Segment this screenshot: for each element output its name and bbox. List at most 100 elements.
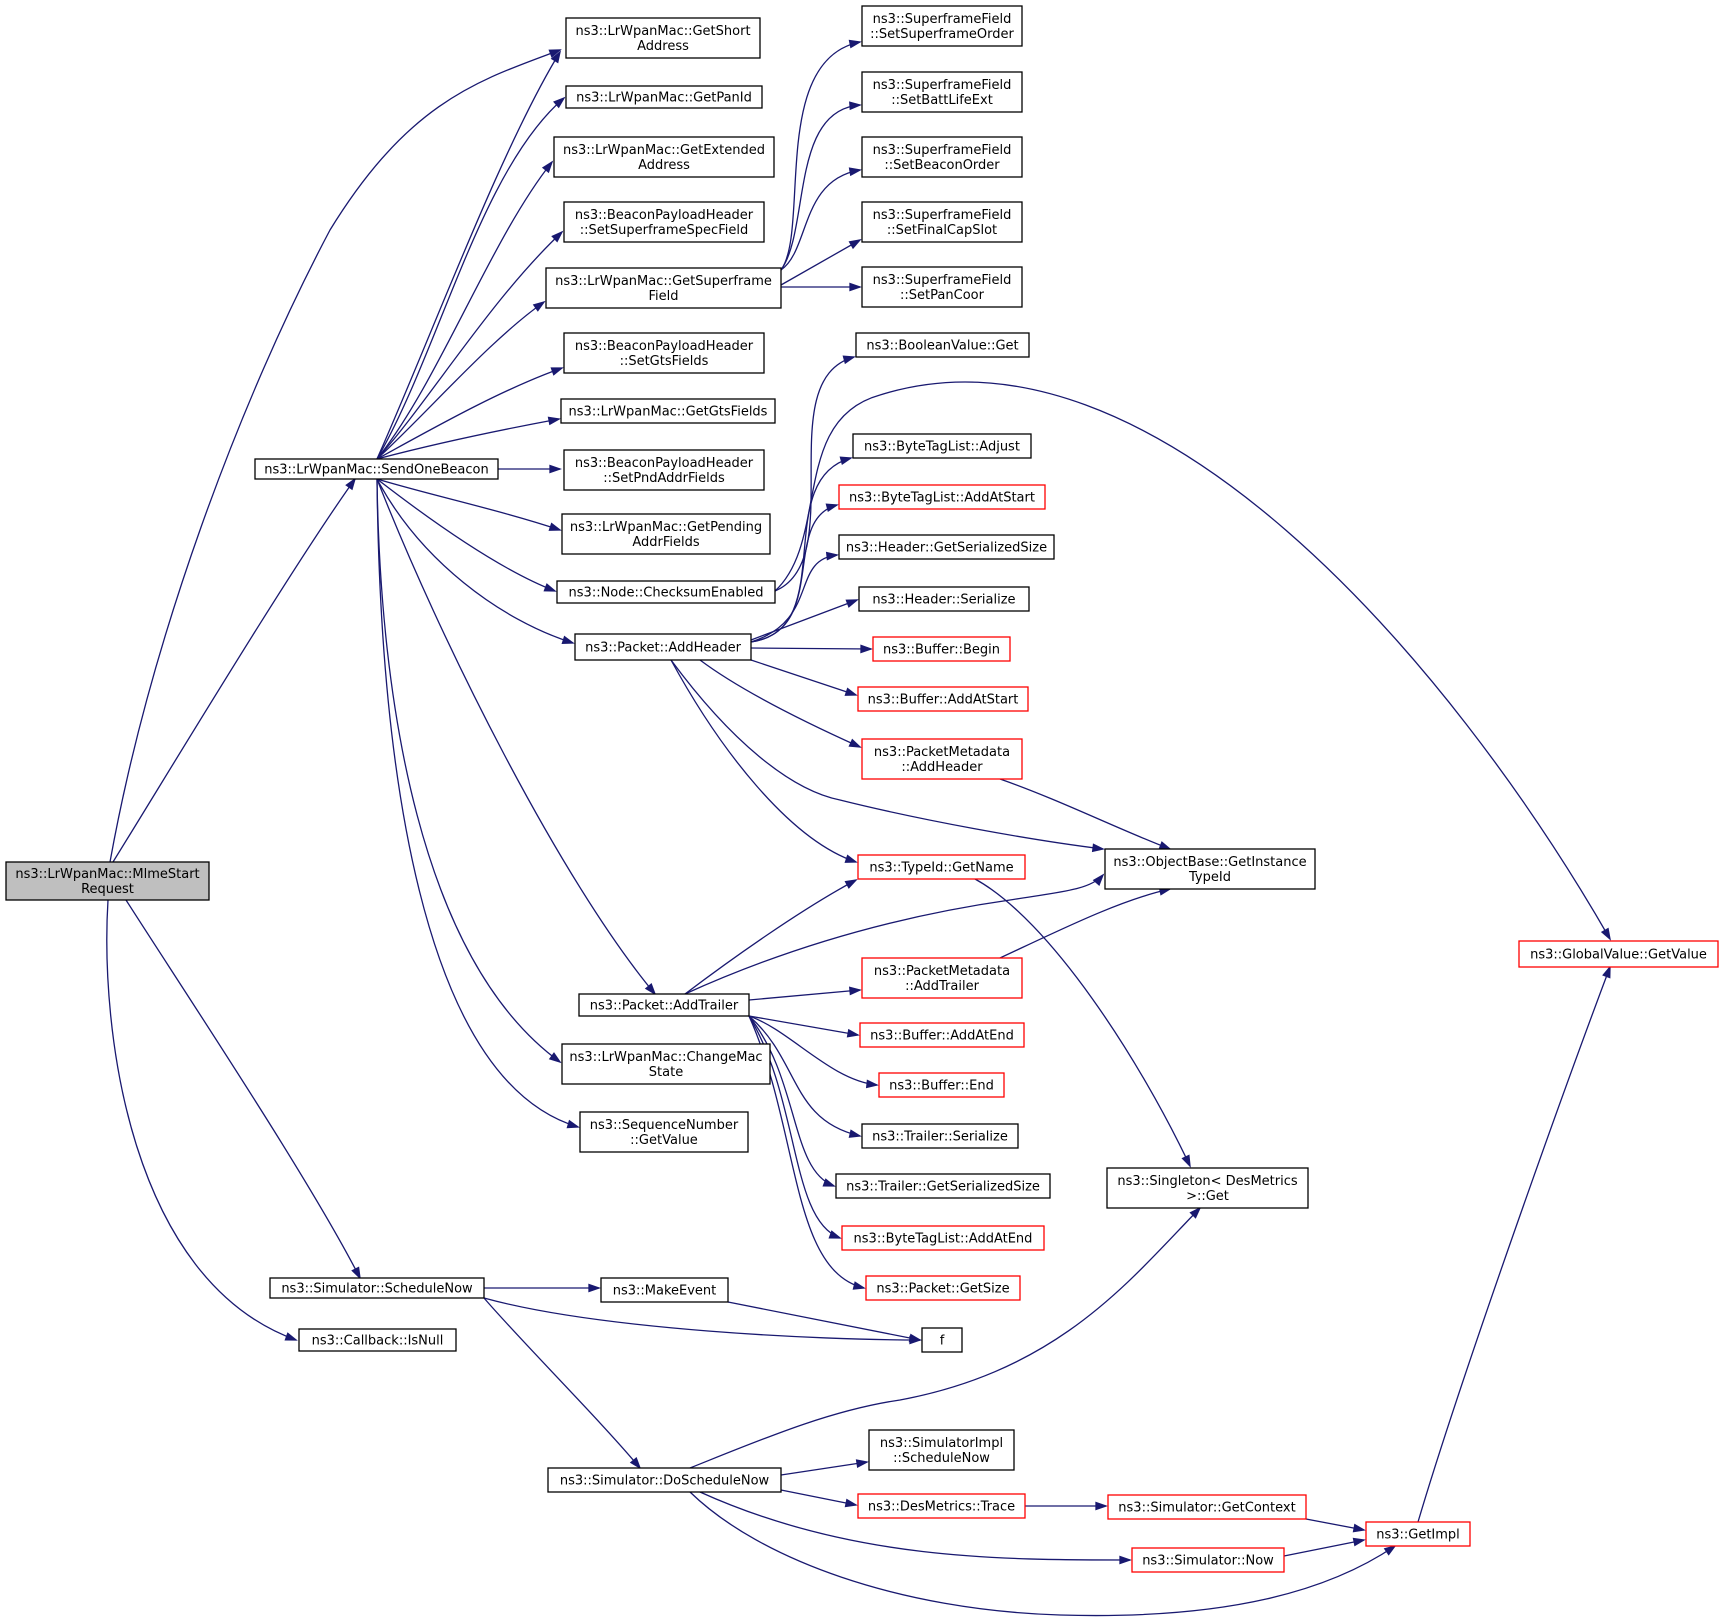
node-box[interactable] (838, 534, 1055, 560)
node-ns3-packetmetadata-addtrailer[interactable]: ns3::PacketMetadata::AddTrailer (861, 957, 1023, 999)
node-ns3-buffer-addatend[interactable]: ns3::Buffer::AddAtEnd (859, 1022, 1025, 1048)
node-box[interactable] (857, 854, 1026, 880)
node-ns3-superframefield-setbeaconorder[interactable]: ns3::SuperframeField::SetBeaconOrder (861, 136, 1023, 178)
node-ns3-trailer-getserializedsize[interactable]: ns3::Trailer::GetSerializedSize (835, 1173, 1051, 1199)
node-ns3-packet-getsize[interactable]: ns3::Packet::GetSize (865, 1275, 1021, 1301)
node-box[interactable] (861, 201, 1023, 243)
node-ns3-packet-addheader[interactable]: ns3::Packet::AddHeader (574, 633, 752, 661)
node-ns3-booleanvalue-get[interactable]: ns3::BooleanValue::Get (855, 332, 1030, 358)
node-ns3-superframefield-setfinalcapslot[interactable]: ns3::SuperframeField::SetFinalCapSlot (861, 201, 1023, 243)
node-box[interactable] (861, 957, 1023, 999)
node-box[interactable] (574, 633, 752, 661)
node-box[interactable] (560, 398, 776, 424)
node-box[interactable] (861, 266, 1023, 308)
node-f[interactable]: f (921, 1327, 963, 1353)
node-ns3-packetmetadata-addheader[interactable]: ns3::PacketMetadata::AddHeader (861, 738, 1023, 780)
node-box[interactable] (1106, 1167, 1309, 1209)
node-box[interactable] (545, 267, 782, 309)
node-box[interactable] (861, 1123, 1019, 1149)
node-box[interactable] (868, 1429, 1015, 1471)
node-ns3-bytetaglist-addatstart[interactable]: ns3::ByteTagList::AddAtStart (838, 484, 1046, 510)
node-ns3-globalvalue-getvalue[interactable]: ns3::GlobalValue::GetValue (1518, 940, 1719, 968)
node-box[interactable] (547, 1467, 782, 1493)
node-ns3-callback-isnull[interactable]: ns3::Callback::IsNull (298, 1328, 457, 1352)
node-ns3-makeevent[interactable]: ns3::MakeEvent (600, 1277, 729, 1303)
node-box[interactable] (556, 580, 776, 604)
node-ns3-node-checksumenabled[interactable]: ns3::Node::ChecksumEnabled (556, 580, 776, 604)
node-box[interactable] (865, 1275, 1021, 1301)
node-box[interactable] (861, 5, 1023, 47)
node-box[interactable] (565, 85, 763, 109)
node-box[interactable] (835, 1173, 1051, 1199)
node-ns3-header-serialize[interactable]: ns3::Header::Serialize (858, 586, 1030, 612)
node-ns3-superframefield-setpancoor[interactable]: ns3::SuperframeField::SetPanCoor (861, 266, 1023, 308)
node-ns3-buffer-begin[interactable]: ns3::Buffer::Begin (872, 636, 1011, 662)
node-ns3-trailer-serialize[interactable]: ns3::Trailer::Serialize (861, 1123, 1019, 1149)
node-ns3-buffer-addatstart[interactable]: ns3::Buffer::AddAtStart (857, 686, 1029, 712)
node-ns3-packet-addtrailer[interactable]: ns3::Packet::AddTrailer (578, 993, 750, 1017)
node-box[interactable] (254, 458, 499, 480)
node-box[interactable] (269, 1277, 485, 1299)
node-box[interactable] (563, 201, 765, 243)
node-box[interactable] (1107, 1494, 1307, 1520)
node-box[interactable] (5, 861, 210, 901)
node-ns3-beaconpayloadheader-setpndaddrfields[interactable]: ns3::BeaconPayloadHeader::SetPndAddrFiel… (563, 449, 765, 491)
node-box[interactable] (553, 136, 775, 178)
node-box[interactable] (861, 136, 1023, 178)
node-ns3-lrwpanmac-getgtsfields[interactable]: ns3::LrWpanMac::GetGtsFields (560, 398, 776, 424)
node-ns3-singleton-desmetrics-get[interactable]: ns3::Singleton< DesMetrics>::Get (1106, 1167, 1309, 1209)
node-box[interactable] (841, 1225, 1045, 1251)
node-ns3-getimpl[interactable]: ns3::GetImpl (1365, 1521, 1471, 1547)
node-ns3-bytetaglist-adjust[interactable]: ns3::ByteTagList::Adjust (852, 433, 1032, 459)
node-box[interactable] (563, 332, 765, 374)
node-ns3-lrwpanmac-getpanid[interactable]: ns3::LrWpanMac::GetPanId (565, 85, 763, 109)
node-ns3-lrwpanmac-sendonebeacon[interactable]: ns3::LrWpanMac::SendOneBeacon (254, 458, 499, 480)
node-box[interactable] (578, 993, 750, 1017)
node-ns3-simulatorimpl-schedulenow[interactable]: ns3::SimulatorImpl::ScheduleNow (868, 1429, 1015, 1471)
node-ns3-sequencenumber-getvalue[interactable]: ns3::SequenceNumber::GetValue (579, 1111, 749, 1153)
node-ns3-simulator-getcontext[interactable]: ns3::Simulator::GetContext (1107, 1494, 1307, 1520)
node-box[interactable] (859, 1022, 1025, 1048)
node-ns3-beaconpayloadheader-setsuperframespecfield[interactable]: ns3::BeaconPayloadHeader::SetSuperframeS… (563, 201, 765, 243)
node-box[interactable] (561, 1043, 771, 1085)
node-box[interactable] (1518, 940, 1719, 968)
node-box[interactable] (563, 449, 765, 491)
node-box[interactable] (921, 1327, 963, 1353)
node-ns3-simulator-schedulenow[interactable]: ns3::Simulator::ScheduleNow (269, 1277, 485, 1299)
node-ns3-superframefield-setbattlifeext[interactable]: ns3::SuperframeField::SetBattLifeExt (861, 71, 1023, 113)
node-box[interactable] (838, 484, 1046, 510)
node-box[interactable] (878, 1072, 1005, 1098)
node-box[interactable] (1104, 848, 1316, 890)
node-ns3-desmetrics-trace[interactable]: ns3::DesMetrics::Trace (857, 1493, 1026, 1519)
node-box[interactable] (857, 1493, 1026, 1519)
node-box[interactable] (298, 1328, 457, 1352)
node-ns3-superframefield-setsuperframeorder[interactable]: ns3::SuperframeField::SetSuperframeOrder (861, 5, 1023, 47)
node-ns3-beaconpayloadheader-setgtsfields[interactable]: ns3::BeaconPayloadHeader::SetGtsFields (563, 332, 765, 374)
node-box[interactable] (861, 738, 1023, 780)
node-ns3-buffer-end[interactable]: ns3::Buffer::End (878, 1072, 1005, 1098)
node-box[interactable] (861, 71, 1023, 113)
node-ns3-bytetaglist-addatend[interactable]: ns3::ByteTagList::AddAtEnd (841, 1225, 1045, 1251)
node-ns3-header-getserializedsize[interactable]: ns3::Header::GetSerializedSize (838, 534, 1055, 560)
node-ns3-typeid-getname[interactable]: ns3::TypeId::GetName (857, 854, 1026, 880)
node-box[interactable] (600, 1277, 729, 1303)
node-box[interactable] (579, 1111, 749, 1153)
node-box[interactable] (565, 17, 761, 59)
node-box[interactable] (858, 586, 1030, 612)
node-box[interactable] (561, 513, 771, 555)
node-ns3-simulator-now[interactable]: ns3::Simulator::Now (1131, 1547, 1285, 1573)
node-box[interactable] (1365, 1521, 1471, 1547)
node-box[interactable] (855, 332, 1030, 358)
node-box[interactable] (1131, 1547, 1285, 1573)
node-box[interactable] (872, 636, 1011, 662)
node-ns3-simulator-doschedulenow[interactable]: ns3::Simulator::DoScheduleNow (547, 1467, 782, 1493)
node-box[interactable] (857, 686, 1029, 712)
node-box[interactable] (852, 433, 1032, 459)
